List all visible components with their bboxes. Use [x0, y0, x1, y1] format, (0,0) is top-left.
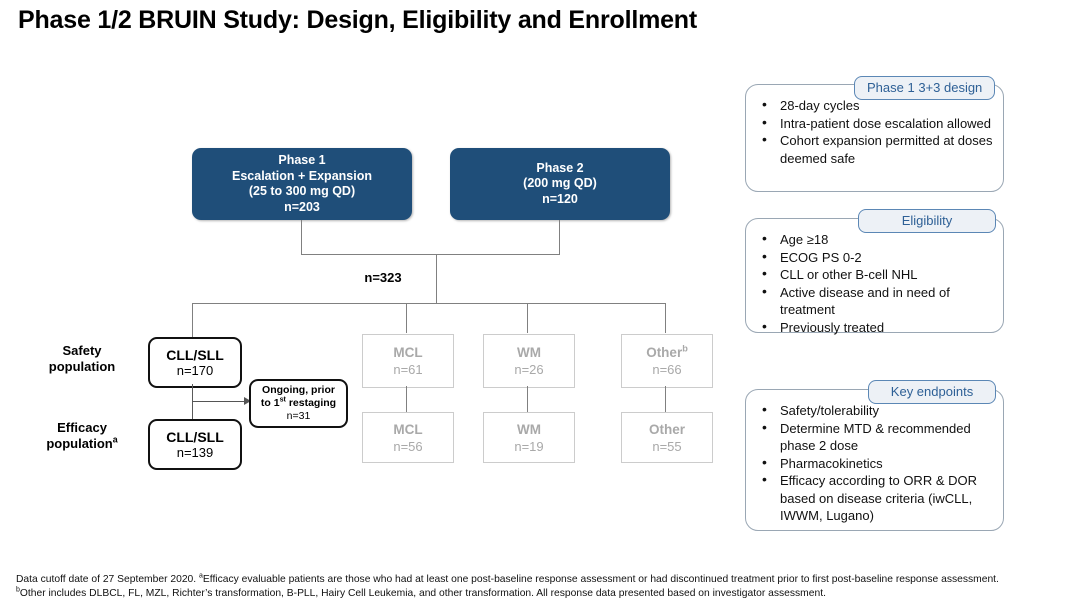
callout-item: Age ≥18	[762, 230, 993, 249]
safety-box-mcl: MCL n=61	[362, 334, 454, 388]
connector-ongoing-arrow-line	[192, 401, 245, 403]
efficacy-label-line1: Efficacy	[57, 420, 107, 435]
total-n-label: n=323	[364, 270, 402, 285]
safety-mcl-name: MCL	[393, 345, 423, 360]
callout-item: 28-day cycles	[762, 96, 993, 115]
callout-item: CLL or other B-cell NHL	[762, 265, 993, 284]
efficacy-label-line2: population	[46, 436, 113, 451]
safety-box-wm: WM n=26	[483, 334, 575, 388]
connector-drop-other	[665, 303, 667, 333]
callout-badge-phase-1-design: Phase 1 3+3 design	[854, 76, 996, 100]
efficacy-wm-n: n=19	[514, 438, 544, 454]
phase-1-line-3: (25 to 300 mg QD)	[248, 184, 356, 198]
safety-box-cll-sll: CLL/SLL n=170	[148, 337, 242, 388]
phase-1-line-2: Escalation + Expansion	[232, 168, 372, 183]
phase-2-box: Phase 2 (200 mg QD) n=120	[450, 148, 670, 220]
safety-box-other: Otherb n=66	[621, 334, 713, 388]
efficacy-other-n: n=55	[652, 438, 682, 454]
callout-item: Intra-patient dose escalation allowed	[762, 114, 993, 133]
connector-merge-bar	[301, 254, 560, 256]
callout-eligibility: Age ≥18 ECOG PS 0-2 CLL or other B-cell …	[745, 218, 1004, 335]
connector-distribution-bar	[192, 303, 666, 305]
ongoing-line-3: n=31	[286, 410, 311, 422]
callout-phase-1-design: 28-day cycles Intra-patient dose escalat…	[745, 84, 1004, 192]
phase-1-line-1: Phase 1	[278, 153, 326, 167]
safety-other-name: Otherb	[646, 343, 688, 360]
safety-other-n: n=66	[652, 362, 682, 377]
phase-2-line-1: Phase 2	[536, 160, 584, 175]
safety-mcl-n: n=61	[393, 362, 423, 377]
connector-drop-mcl	[406, 303, 408, 333]
connector-mcl-down	[406, 386, 408, 413]
callout-phase-1-design-list: 28-day cycles Intra-patient dose escalat…	[746, 85, 1003, 177]
efficacy-other-name: Other	[648, 421, 685, 437]
callout-item: Previously treated	[762, 318, 993, 337]
safety-label-line1: Safety	[62, 343, 102, 358]
ongoing-line-1: Ongoing, prior	[262, 384, 335, 396]
callout-item: Safety/tolerability	[762, 401, 993, 420]
efficacy-mcl-n: n=56	[393, 438, 423, 454]
efficacy-mcl-name: MCL	[393, 421, 423, 437]
connector-drop-cll	[192, 303, 194, 338]
efficacy-box-other: Other n=55	[621, 412, 713, 463]
efficacy-wm-name: WM	[517, 421, 541, 437]
safety-label-line2: population	[48, 359, 116, 374]
phase-1-line-4: n=203	[284, 199, 320, 214]
callout-item: Determine MTD & recommended phase 2 dose	[762, 419, 993, 455]
safety-wm-name: WM	[517, 345, 541, 360]
page-title: Phase 1/2 BRUIN Study: Design, Eligibili…	[18, 6, 697, 34]
callout-eligibility-list: Age ≥18 ECOG PS 0-2 CLL or other B-cell …	[746, 219, 1003, 346]
callout-item: Pharmacokinetics	[762, 454, 993, 473]
connector-phase2-down	[559, 220, 561, 255]
ongoing-line-2: to 1st restaging	[260, 395, 337, 409]
connector-phase1-down	[301, 220, 303, 255]
callout-item: ECOG PS 0-2	[762, 248, 993, 267]
callout-item: Efficacy according to ORR & DOR based on…	[762, 471, 993, 525]
connector-other-down	[665, 386, 667, 413]
efficacy-cll-n: n=139	[176, 444, 214, 460]
callout-item: Active disease and in need of treatment	[762, 283, 993, 319]
safety-cll-name: CLL/SLL	[166, 346, 224, 363]
efficacy-cll-name: CLL/SLL	[166, 428, 224, 445]
safety-other-footnote-marker: b	[682, 343, 688, 354]
safety-cll-n: n=170	[176, 362, 214, 378]
row-label-safety: Safety population	[22, 343, 142, 375]
phase-2-line-3: n=120	[542, 191, 578, 206]
callout-badge-key-endpoints: Key endpoints	[868, 380, 996, 404]
safety-wm-n: n=26	[514, 362, 544, 377]
callout-key-endpoints-list: Safety/tolerability Determine MTD & reco…	[746, 390, 1003, 535]
connector-drop-wm	[527, 303, 529, 333]
phase-2-line-2: (200 mg QD)	[523, 176, 597, 191]
footnote-line-2: bOther includes DLBCL, FL, MZL, Richter’…	[16, 586, 826, 599]
row-label-efficacy: Efficacy populationa	[22, 420, 142, 452]
efficacy-box-wm: WM n=19	[483, 412, 575, 463]
efficacy-label-footnote-marker: a	[112, 434, 118, 445]
ongoing-prior-restaging-box: Ongoing, prior to 1st restaging n=31	[249, 379, 348, 428]
footnote-line-1: Data cutoff date of 27 September 2020. a…	[16, 572, 999, 585]
callout-item: Cohort expansion permitted at doses deem…	[762, 131, 993, 167]
connector-wm-down	[527, 386, 529, 413]
efficacy-box-mcl: MCL n=56	[362, 412, 454, 463]
efficacy-box-cll-sll: CLL/SLL n=139	[148, 419, 242, 470]
connector-ongoing-arrow-head	[244, 397, 251, 405]
callout-key-endpoints: Safety/tolerability Determine MTD & reco…	[745, 389, 1004, 531]
phase-1-box: Phase 1 Escalation + Expansion (25 to 30…	[192, 148, 412, 220]
callout-badge-eligibility: Eligibility	[858, 209, 996, 233]
connector-total-stem	[436, 254, 438, 303]
footnotes: Data cutoff date of 27 September 2020. a…	[16, 573, 1066, 600]
